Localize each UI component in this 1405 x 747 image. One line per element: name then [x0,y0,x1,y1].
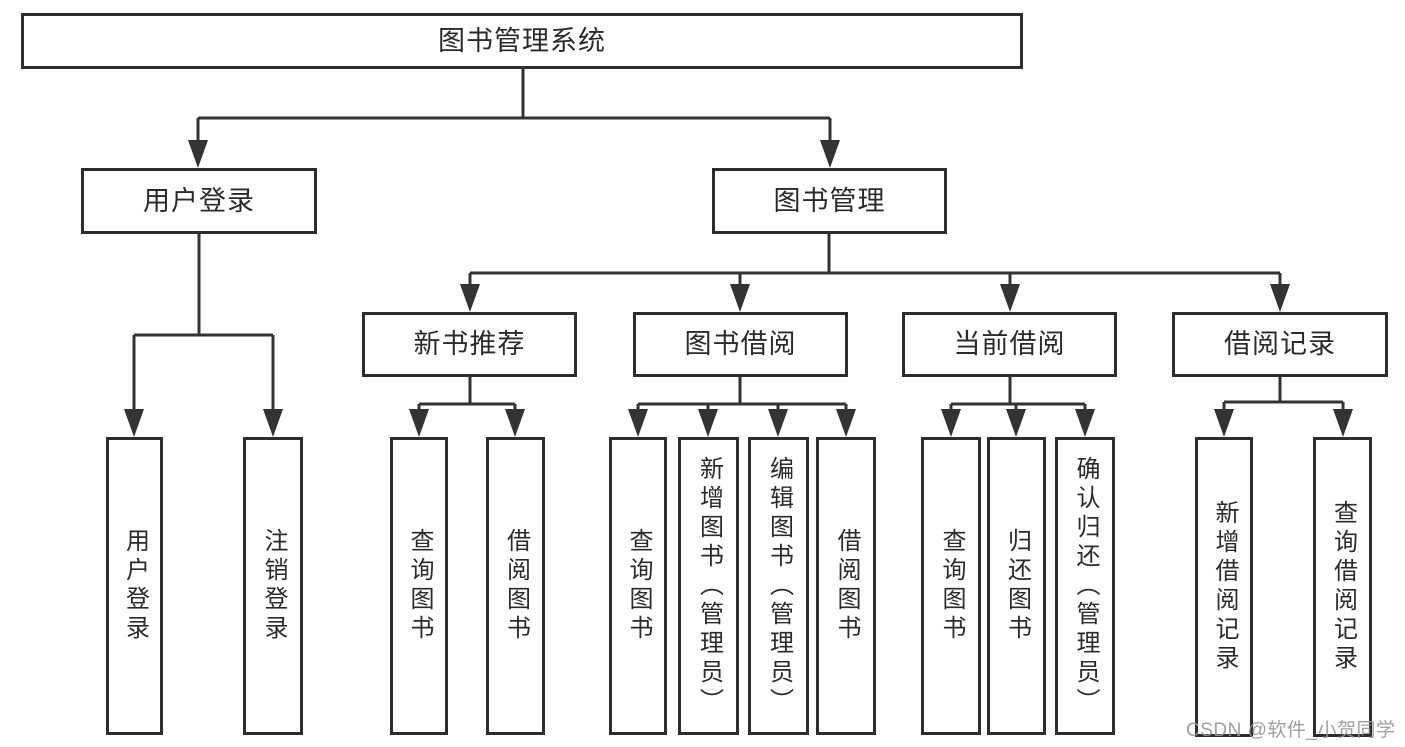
leaf-records-add-record: 新增借阅记录 [1195,437,1253,737]
node-book-borrowing-label: 图书借阅 [684,329,797,359]
arrow-down-icon [460,284,480,312]
connector-root-to-level2 [196,68,832,142]
leaf-current-return-books-label: 归还图书 [1003,528,1031,644]
arrow-down-icon [628,409,648,437]
connector-bookborrow-to-leaves [636,377,848,411]
node-borrow-records: 借阅记录 [1172,312,1388,377]
leaf-borrowing-edit-books-admin-label: 编辑图书（管理员） [765,455,793,717]
node-root-label: 图书管理系统 [438,25,606,56]
leaf-borrowing-add-books-admin-label: 新增图书（管理员） [695,455,723,717]
node-user-login: 用户登录 [81,168,317,234]
leaf-recommend-borrow-books: 借阅图书 [486,437,545,735]
leaf-recommend-borrow-books-label: 借阅图书 [502,528,530,644]
arrow-down-icon [698,409,718,437]
arrow-down-icon [836,409,856,437]
node-new-book-recommend-label: 新书推荐 [413,329,526,359]
arrow-down-icon [1214,409,1234,437]
arrow-down-icon [1333,409,1353,437]
leaf-current-query-books: 查询图书 [921,437,981,735]
connector-bookmgmt-to-level3 [468,233,1282,286]
arrow-down-icon [1006,409,1026,437]
leaf-recommend-query-books-label: 查询图书 [406,528,433,644]
connector-records-to-leaves [1222,377,1345,411]
connector-currentborrow-to-leaves [949,377,1087,411]
leaf-logout: 注销登录 [243,437,303,735]
arrow-down-icon [505,409,525,437]
node-current-borrowing: 当前借阅 [902,312,1117,377]
connector-userlogin-to-leaves [132,233,275,411]
leaf-borrowing-add-books-admin: 新增图书（管理员） [678,437,739,735]
leaf-borrowing-edit-books-admin: 编辑图书（管理员） [748,437,809,735]
leaf-records-query-record: 查询借阅记录 [1313,437,1372,737]
leaf-current-confirm-return-admin: 确认归还（管理员） [1055,437,1115,735]
node-book-management-label: 图书管理 [773,185,886,216]
leaf-records-add-record-label: 新增借阅记录 [1211,500,1238,674]
leaf-recommend-query-books: 查询图书 [390,437,448,735]
arrow-down-icon [263,409,283,437]
node-root-system: 图书管理系统 [21,13,1023,69]
arrow-down-icon [1000,284,1020,312]
arrow-down-icon [1270,284,1290,312]
leaf-records-query-record-label: 查询借阅记录 [1329,500,1357,674]
node-book-borrowing: 图书借阅 [633,312,848,377]
arrow-down-icon [124,409,144,437]
node-user-login-label: 用户登录 [143,185,255,216]
arrow-down-icon [188,140,208,168]
arrowheads [124,140,1353,437]
leaf-logout-label: 注销登录 [260,528,287,644]
leaf-borrowing-borrow-books: 借阅图书 [816,437,876,735]
arrow-down-icon [1075,409,1095,437]
csdn-watermark: CSDN @软件_小贺同学 [1186,720,1396,741]
leaf-user-login: 用户登录 [106,437,163,735]
arrow-down-icon [768,409,788,437]
connector-newbook-to-leaves [417,377,517,411]
arrow-down-icon [941,409,961,437]
leaf-borrowing-query-books-label: 查询图书 [625,528,652,644]
node-book-management: 图书管理 [712,168,947,234]
leaf-borrowing-query-books: 查询图书 [609,437,667,735]
leaf-borrowing-borrow-books-label: 借阅图书 [833,528,860,644]
arrow-down-icon [820,140,840,168]
leaf-user-login-label: 用户登录 [121,528,149,644]
arrow-down-icon [730,284,750,312]
leaf-current-confirm-return-admin-label: 确认归还（管理员） [1072,455,1099,717]
leaf-current-return-books: 归还图书 [987,437,1046,735]
leaf-current-query-books-label: 查询图书 [938,528,965,644]
node-new-book-recommend: 新书推荐 [362,312,577,377]
arrow-down-icon [409,409,429,437]
node-borrow-records-label: 借阅记录 [1224,329,1336,359]
node-current-borrowing-label: 当前借阅 [953,329,1066,359]
